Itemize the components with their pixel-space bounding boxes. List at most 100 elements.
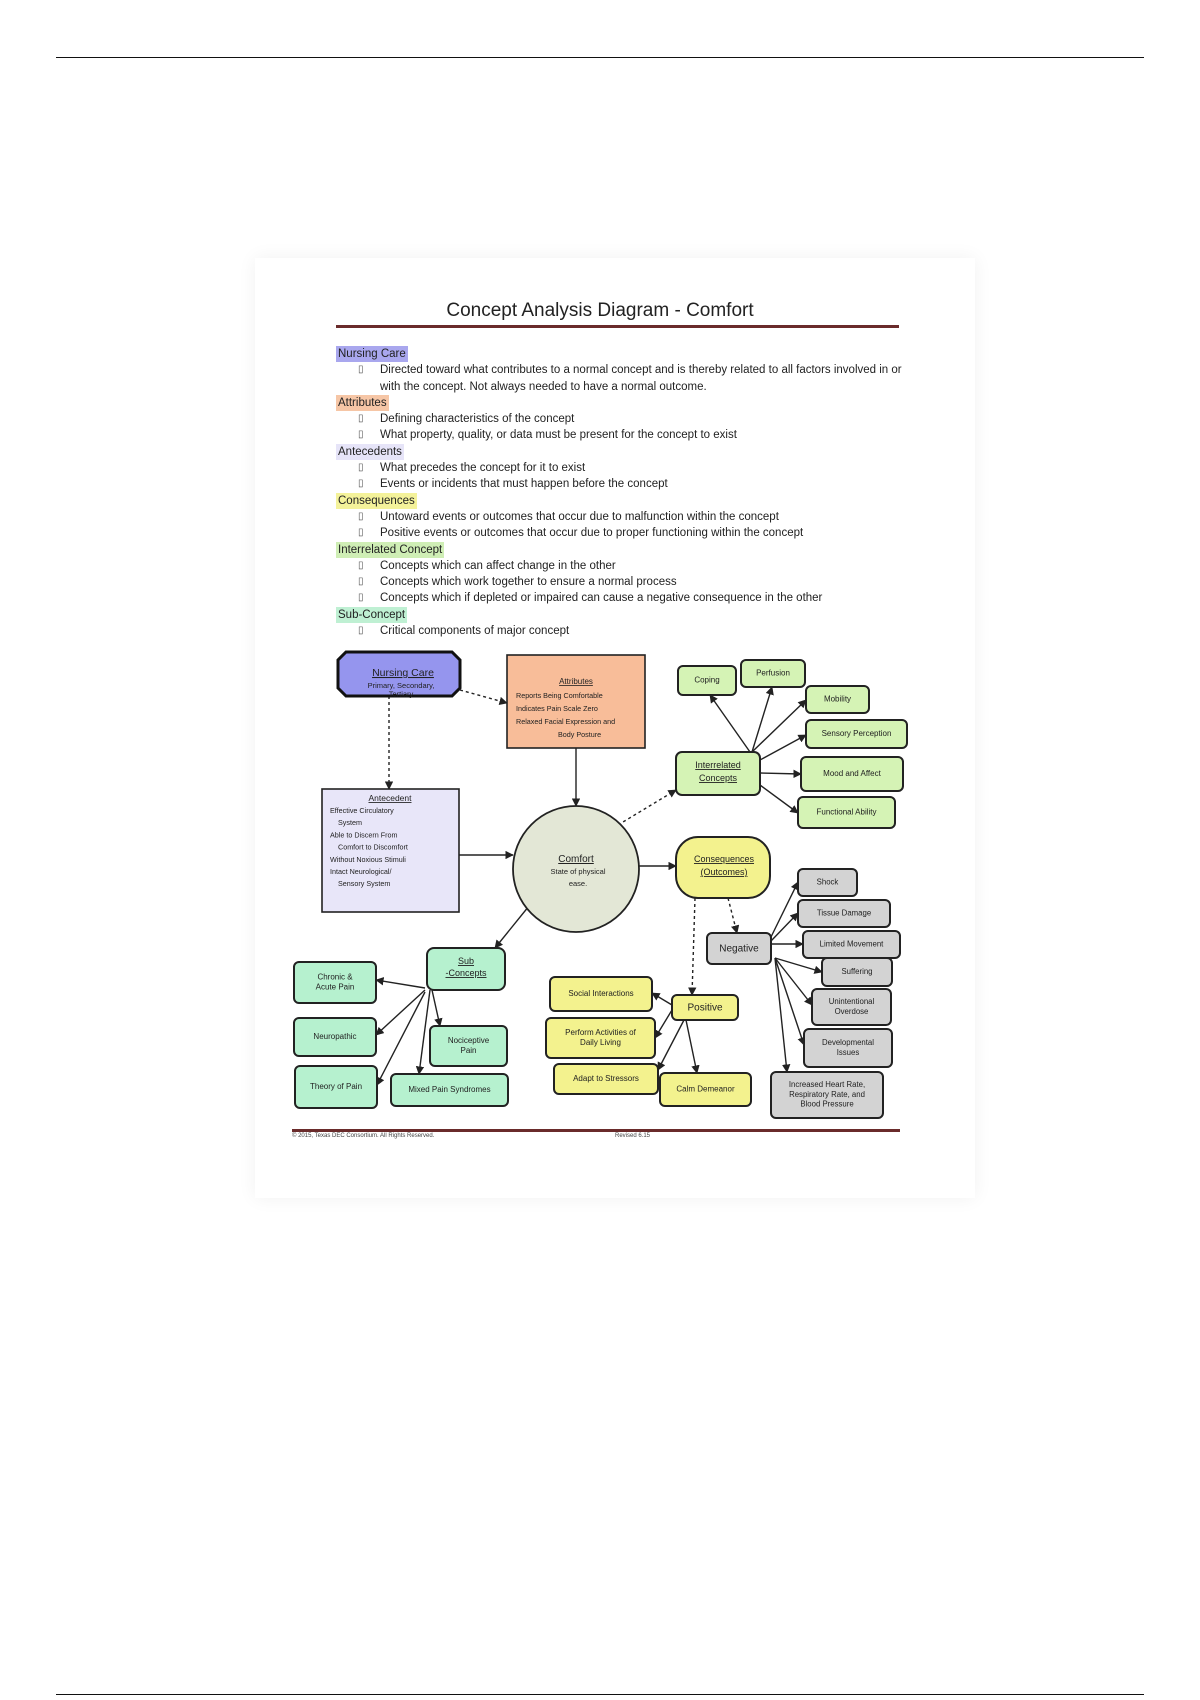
node-shape bbox=[821, 957, 893, 987]
node-title: Nursing Care bbox=[372, 667, 434, 679]
node-label: Intact Neurological/ bbox=[330, 867, 392, 876]
node-label: Mobility bbox=[824, 695, 851, 704]
connector-arrow bbox=[685, 1019, 700, 1074]
connector-arrow bbox=[759, 784, 799, 814]
definition-item: Defining characteristics of the concept bbox=[336, 411, 906, 428]
title-underline bbox=[336, 325, 899, 328]
interrelated-item: Mobility bbox=[805, 685, 870, 714]
node-shape bbox=[706, 932, 772, 965]
node-shape bbox=[797, 796, 896, 829]
node-label: Neuropathic bbox=[313, 1032, 356, 1041]
definition-section: AntecedentsWhat precedes the concept for… bbox=[336, 443, 906, 493]
node-label: Sensory System bbox=[338, 879, 390, 888]
connector-arrow bbox=[375, 989, 426, 1036]
definition-section: Sub-ConceptCritical components of major … bbox=[336, 606, 906, 640]
sub-concept-item: Theory of Pain bbox=[294, 1065, 378, 1109]
connector-arrow bbox=[651, 992, 673, 1006]
footer-revision: Revised 6.15 bbox=[615, 1133, 651, 1139]
node-shape bbox=[549, 976, 653, 1012]
positive-node: Positive bbox=[671, 994, 739, 1021]
positive-outcome: Adapt to Stressors bbox=[553, 1063, 659, 1095]
node-shape bbox=[800, 756, 904, 792]
negative-node: Negative bbox=[706, 932, 772, 965]
node-label: Tertiary bbox=[389, 690, 414, 699]
bottom-rule bbox=[56, 1694, 1144, 1695]
node-label: State of physical bbox=[550, 867, 605, 876]
node-label: Concepts bbox=[699, 773, 738, 783]
sub-concepts-node: Sub-Concepts bbox=[426, 947, 506, 991]
negative-outcome: Limited Movement bbox=[802, 930, 901, 959]
definition-section: ConsequencesUntoward events or outcomes … bbox=[336, 492, 906, 542]
node-label: Chronic & bbox=[317, 973, 353, 982]
connector-arrow bbox=[727, 897, 740, 934]
connector-arrow bbox=[459, 689, 508, 706]
connector-arrow bbox=[774, 957, 806, 1046]
node-label: Unintentional bbox=[829, 997, 875, 1006]
node-shape bbox=[293, 961, 377, 1004]
node-label: Issues bbox=[837, 1048, 860, 1057]
node-shape bbox=[390, 1073, 509, 1107]
footer-copyright: © 2015, Texas DEC Consortium. All Rights… bbox=[292, 1133, 435, 1139]
node-shape bbox=[797, 868, 858, 897]
definition-item: What property, quality, or data must be … bbox=[336, 427, 906, 444]
definition-heading: Consequences bbox=[336, 492, 417, 509]
definitions-list: Nursing CareDirected toward what contrib… bbox=[336, 346, 906, 640]
node-label: Positive bbox=[687, 1003, 722, 1014]
node-label: Perform Activities of bbox=[565, 1028, 636, 1037]
definition-item: Critical components of major concept bbox=[336, 623, 906, 640]
connector-arrow bbox=[770, 912, 799, 942]
node-label: Respiratory Rate, and bbox=[789, 1090, 865, 1099]
node-label: System bbox=[338, 818, 362, 827]
connector-arrow bbox=[751, 699, 807, 753]
node-shape bbox=[805, 719, 908, 749]
positive-outcome: Calm Demeanor bbox=[659, 1072, 752, 1107]
node-label: Mood and Affect bbox=[823, 769, 881, 778]
node-label: Adapt to Stressors bbox=[573, 1074, 639, 1083]
sub-concept-item: Chronic &Acute Pain bbox=[293, 961, 377, 1004]
definition-item: Concepts which work together to ensure a… bbox=[336, 574, 906, 591]
node-shape bbox=[506, 654, 646, 749]
node-label: Without Noxious Stimuli bbox=[330, 855, 406, 864]
node-shape bbox=[293, 1017, 377, 1057]
interrelated-item: Coping bbox=[677, 665, 737, 696]
positive-outcome: Social Interactions bbox=[549, 976, 653, 1012]
definition-item: Untoward events or outcomes that occur d… bbox=[336, 509, 906, 526]
node-label: ease. bbox=[569, 879, 587, 888]
connector-arrow bbox=[774, 957, 813, 1006]
node-label: (Outcomes) bbox=[700, 867, 747, 877]
node-shape bbox=[321, 788, 460, 913]
interrelated-item: Sensory Perception bbox=[805, 719, 908, 749]
node-shape bbox=[740, 659, 806, 688]
node-label: Shock bbox=[817, 877, 839, 886]
top-rule bbox=[56, 57, 1144, 58]
node-label: Effective Circulatory bbox=[330, 806, 394, 815]
definition-item: Directed toward what contributes to a no… bbox=[336, 362, 906, 395]
definition-item: What precedes the concept for it to exis… bbox=[336, 460, 906, 477]
interrelated-item: Mood and Affect bbox=[800, 756, 904, 792]
node-label: Negative bbox=[719, 944, 759, 955]
node-shape bbox=[671, 994, 739, 1021]
node-shape bbox=[512, 805, 640, 933]
node-label: Overdose bbox=[835, 1007, 869, 1016]
definition-heading: Antecedents bbox=[336, 443, 404, 461]
definition-heading: Attributes bbox=[336, 394, 389, 412]
connector-arrow bbox=[376, 991, 426, 1086]
node-shape bbox=[677, 665, 737, 696]
node-shape bbox=[545, 1017, 656, 1059]
node-label: Consequences bbox=[694, 854, 755, 864]
node-label: Developmental bbox=[822, 1038, 874, 1047]
connector-arrow bbox=[759, 769, 802, 779]
node-label: Functional Ability bbox=[816, 808, 876, 817]
connector-arrow bbox=[709, 694, 751, 753]
connector-arrow bbox=[375, 977, 426, 989]
definition-item: Positive events or outcomes that occur d… bbox=[336, 525, 906, 542]
node-label: Perfusion bbox=[756, 669, 790, 678]
node-shape bbox=[659, 1072, 752, 1107]
negative-outcome: Increased Heart Rate,Respiratory Rate, a… bbox=[770, 1071, 884, 1119]
connector-arrow bbox=[688, 897, 697, 996]
